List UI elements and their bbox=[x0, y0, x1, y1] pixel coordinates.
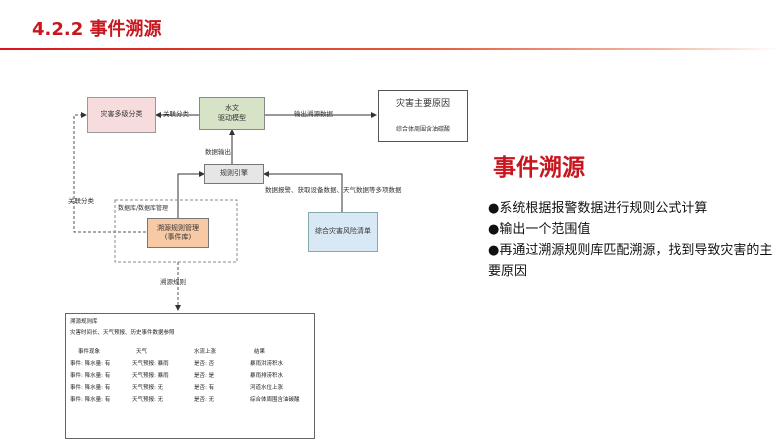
rule-table-header: 结果 bbox=[254, 349, 266, 355]
table-cell: 天气预报: 暴雨 bbox=[132, 373, 169, 379]
edge-label-classify: 关联分类 bbox=[163, 110, 189, 118]
header-divider bbox=[0, 48, 780, 50]
table-cell: 天气预报: 无 bbox=[132, 397, 164, 403]
node-trace-rule-mgmt-line2: (事件库) bbox=[164, 233, 192, 241]
table-cell: 天气预报: 无 bbox=[132, 385, 164, 391]
edge-label-alarm: 数据报警、获取设备数据、天气数据等多项数据 bbox=[265, 186, 402, 194]
table-cell: 事件: 降水量: 有 bbox=[70, 361, 111, 367]
page-title: 4.2.2 事件溯源 bbox=[32, 19, 162, 40]
edge-label-output: 输出溯源数据 bbox=[294, 110, 333, 118]
edge-label-data-output: 数据输出 bbox=[205, 148, 231, 156]
table-cell: 综合体周围含油碳酸 bbox=[250, 397, 300, 403]
table-cell: 是否: 有 bbox=[194, 385, 215, 391]
table-cell: 事件: 降水量: 有 bbox=[70, 397, 111, 403]
edge-risklist-to-engine bbox=[263, 171, 343, 212]
node-water-model-line2: 驱动模型 bbox=[218, 113, 246, 122]
node-disaster-classify: 灾害多级分类 bbox=[87, 97, 156, 133]
node-risk-list-label: 综合灾害风险清单 bbox=[315, 227, 371, 236]
table-cell: 是否: 是 bbox=[194, 373, 215, 379]
bullet-item: ●系统根据报警数据进行规则公式计算 bbox=[488, 201, 708, 216]
node-main-cause-title: 灾害主要原因 bbox=[395, 98, 450, 109]
table-cell: 天气预报: 暴雨 bbox=[132, 361, 169, 367]
rule-table: 溯源规则库 灾害时间长、天气预报、历史事件数据参照 事件现象 天气 水流上涨 结… bbox=[65, 313, 315, 439]
edge-label-trace-rule: 溯源规则 bbox=[160, 278, 186, 286]
node-water-model: 水文 驱动模型 bbox=[199, 97, 265, 130]
node-trace-rule-mgmt-line1: 溯源规则管理 bbox=[157, 223, 199, 232]
edge-mgmt-to-engine bbox=[177, 171, 205, 218]
node-rule-engine: 规则引擎 bbox=[204, 164, 264, 184]
table-cell: 暴雨排涝积水 bbox=[250, 373, 284, 379]
table-cell: 河道水位上涨 bbox=[250, 385, 284, 391]
rule-table-title: 溯源规则库 bbox=[70, 319, 98, 325]
node-risk-list: 综合灾害风险清单 bbox=[308, 212, 378, 252]
rule-mgmt-group-label: 数据库/数据库管理 bbox=[118, 205, 169, 212]
rule-table-header: 天气 bbox=[136, 349, 148, 355]
node-trace-rule-mgmt: 溯源规则管理 (事件库) bbox=[147, 218, 209, 248]
table-cell: 是否: 否 bbox=[194, 361, 215, 367]
node-disaster-classify-label: 灾害多级分类 bbox=[100, 110, 143, 119]
rule-table-subtitle: 灾害时间长、天气预报、历史事件数据参照 bbox=[70, 330, 175, 336]
node-rule-engine-label: 规则引擎 bbox=[220, 169, 248, 178]
node-main-cause: 灾害主要原因 综合体周围含油碳酸 bbox=[378, 90, 468, 142]
section-title: 事件溯源 bbox=[493, 155, 585, 181]
node-water-model-line1: 水文 bbox=[225, 104, 239, 113]
rule-table-header: 水流上涨 bbox=[194, 349, 217, 355]
bullet-item: ●输出一个范围值 bbox=[488, 222, 591, 237]
node-main-cause-desc: 综合体周围含油碳酸 bbox=[395, 125, 450, 133]
edge-mgmt-to-classify-dashed bbox=[73, 112, 146, 233]
table-cell: 事件: 降水量: 有 bbox=[70, 385, 111, 391]
rule-table-header: 事件现象 bbox=[78, 349, 101, 355]
bullet-item: ●再通过溯源规则库匹配溯源，找到导致灾害的主要原因 bbox=[488, 243, 773, 279]
rule-mgmt-group-frame bbox=[114, 199, 238, 263]
table-cell: 事件: 降水量: 有 bbox=[70, 373, 111, 379]
edge-label-association: 关联分类 bbox=[68, 197, 94, 205]
table-cell: 是否: 无 bbox=[194, 397, 215, 403]
table-cell: 暴雨洪涝积水 bbox=[250, 361, 284, 367]
